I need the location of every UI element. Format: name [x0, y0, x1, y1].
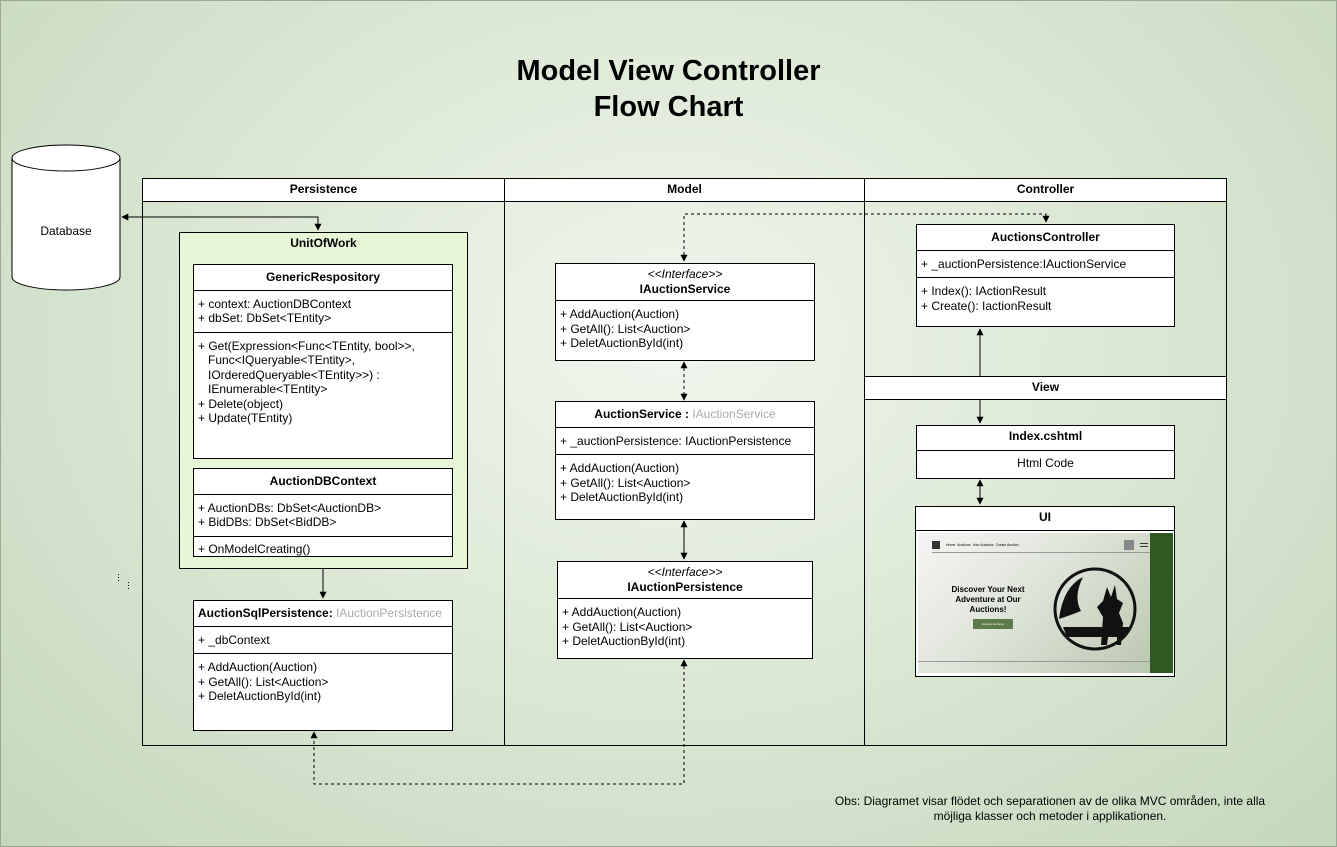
title-line-2: Flow Chart: [593, 91, 744, 123]
index-cshtml-body: Html Code: [1017, 455, 1074, 470]
footnote-line-2: möjliga klasser och metoder i applikatio…: [933, 809, 1167, 823]
ui-mock-nav-auctions: Auctions: [957, 543, 971, 547]
iauction-persistence-interface: <<Interface>> IAuctionPersistence + AddA…: [557, 561, 813, 659]
ui-mock-nav-home: Home: [946, 543, 956, 547]
diagram-title: Model View Controller Flow Chart: [0, 53, 1337, 125]
database-label: Database: [40, 224, 92, 238]
lane-view-header: View: [864, 376, 1227, 400]
index-cshtml-title: Index.cshtml: [917, 426, 1174, 451]
ui-screenshot-preview: Home Auctions Your Auctions Create Aucti…: [918, 533, 1173, 673]
ipersistence-sql-connector: [310, 659, 688, 785]
database-cylinder: Database: [11, 144, 121, 291]
auction-sql-persistence-interface: IAuctionPersistence: [336, 606, 443, 620]
auction-sql-persistence-fields: + _dbContext: [194, 627, 452, 654]
auction-db-context-methods: + OnModelCreating(): [198, 541, 311, 556]
auction-sql-persistence-class: AuctionSqlPersistence: IAuctionPersisten…: [193, 600, 453, 731]
auction-db-context-fields: + AuctionDBs: DbSet<AuctionDB> + BidDBs:…: [194, 495, 452, 537]
generic-repository-methods: + Get(Expression<Func<TEntity, bool>>, F…: [198, 338, 415, 426]
lane-persistence-header: Persistence: [142, 178, 505, 202]
generic-repository-fields: + context: AuctionDBContext + dbSet: DbS…: [194, 291, 452, 333]
ui-title: UI: [916, 507, 1174, 531]
iauction-service-stereotype: <<Interface>>: [647, 267, 723, 281]
stray-dots: [118, 574, 129, 589]
ui-mock-nav-your-auctions: Your Auctions: [972, 543, 994, 547]
service-controller-connector: [680, 213, 1050, 262]
ui-mock-heading: Discover Your Next Adventure at Our Auct…: [951, 585, 1025, 614]
ui-mock-button: Explore Auctions: [973, 619, 1013, 629]
footnote-line-1: Obs: Diagramet visar flödet och separati…: [834, 794, 1266, 808]
index-cshtml-box: Index.cshtml Html Code: [916, 425, 1175, 479]
ui-mock-navbar: Home Auctions Your Auctions Create Aucti…: [932, 539, 1158, 553]
ui-mock-logo: [932, 541, 940, 549]
lane-model-header: Model: [504, 178, 865, 202]
auction-service-methods: + AddAuction(Auction) + GetAll(): List<A…: [560, 461, 691, 504]
auction-db-context-title: AuctionDBContext: [194, 469, 452, 495]
auction-sql-persistence-title: AuctionSqlPersistence:: [198, 606, 333, 620]
ui-mock-menu-icon: [1140, 543, 1148, 547]
iauction-persistence-header: <<Interface>> IAuctionPersistence: [558, 562, 812, 599]
ui-mock-nav: Home Auctions Your Auctions Create Aucti…: [946, 541, 1019, 549]
auction-service-title: AuctionService :: [594, 407, 689, 421]
ui-mock-deer-emblem: [1053, 567, 1137, 651]
auction-service-interface: IAuctionService: [692, 407, 776, 421]
auction-sql-persistence-methods: + AddAuction(Auction) + GetAll(): List<A…: [198, 660, 329, 703]
ui-mock-nav-create: Create Auction: [995, 543, 1019, 547]
generic-repository-title: GenericRespository: [194, 265, 452, 291]
auction-service-class: AuctionService : IAuctionService + _auct…: [555, 401, 815, 520]
footnote: Obs: Diagramet visar flödet och separati…: [805, 794, 1295, 824]
auctions-controller-fields: + _auctionPersistence:IAuctionService: [917, 251, 1174, 278]
iauction-persistence-title: IAuctionPersistence: [627, 579, 743, 594]
iauction-service-title: IAuctionService: [639, 281, 731, 296]
auction-db-context-class: AuctionDBContext + AuctionDBs: DbSet<Auc…: [193, 468, 453, 557]
ui-mock-footer-rule: [918, 661, 1173, 662]
iauction-service-header: <<Interface>> IAuctionService: [556, 264, 814, 301]
auctions-controller-class: AuctionsController + _auctionPersistence…: [916, 224, 1175, 327]
lane-controller-header: Controller: [864, 178, 1227, 202]
ui-mock-avatar: [1124, 540, 1134, 550]
ui-mock-edge: [1150, 533, 1173, 673]
generic-repository-class: GenericRespository + context: AuctionDBC…: [193, 264, 453, 459]
iauction-persistence-methods: + AddAuction(Auction) + GetAll(): List<A…: [562, 605, 693, 648]
auction-service-fields: + _auctionPersistence: IAuctionPersisten…: [556, 428, 814, 455]
auction-service-header: AuctionService : IAuctionService: [556, 402, 814, 428]
auction-sql-persistence-header: AuctionSqlPersistence: IAuctionPersisten…: [194, 601, 452, 627]
unit-of-work-title: UnitOfWork: [290, 236, 357, 250]
title-line-1: Model View Controller: [516, 55, 821, 87]
auctions-controller-methods: + Index(): IActionResult + Create(): Iac…: [921, 284, 1052, 313]
iauction-service-methods: + AddAuction(Auction) + GetAll(): List<A…: [560, 307, 691, 350]
ui-box: UI Home Auctions Your Auctions Create Au…: [915, 506, 1175, 677]
iauction-service-interface: <<Interface>> IAuctionService + AddAucti…: [555, 263, 815, 361]
db-uow-connector: [121, 213, 322, 231]
iauction-persistence-stereotype: <<Interface>>: [647, 565, 723, 579]
auctions-controller-title: AuctionsController: [917, 225, 1174, 251]
